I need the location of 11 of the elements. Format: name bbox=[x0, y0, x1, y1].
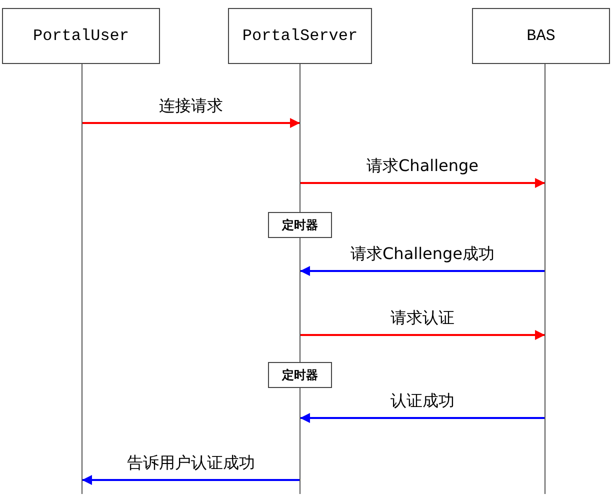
edge-label: 请求Challenge成功 bbox=[348, 244, 496, 265]
edge-label: 请求Challenge bbox=[364, 156, 480, 177]
actor-box: BAS bbox=[472, 8, 610, 64]
actor-box: PortalServer bbox=[228, 8, 372, 64]
arrow bbox=[300, 330, 545, 340]
arrow bbox=[300, 266, 545, 276]
arrow bbox=[82, 118, 300, 128]
arrow bbox=[300, 413, 545, 423]
arrow bbox=[82, 475, 300, 485]
arrow bbox=[300, 178, 545, 188]
actor-box: PortalUser bbox=[2, 8, 160, 64]
